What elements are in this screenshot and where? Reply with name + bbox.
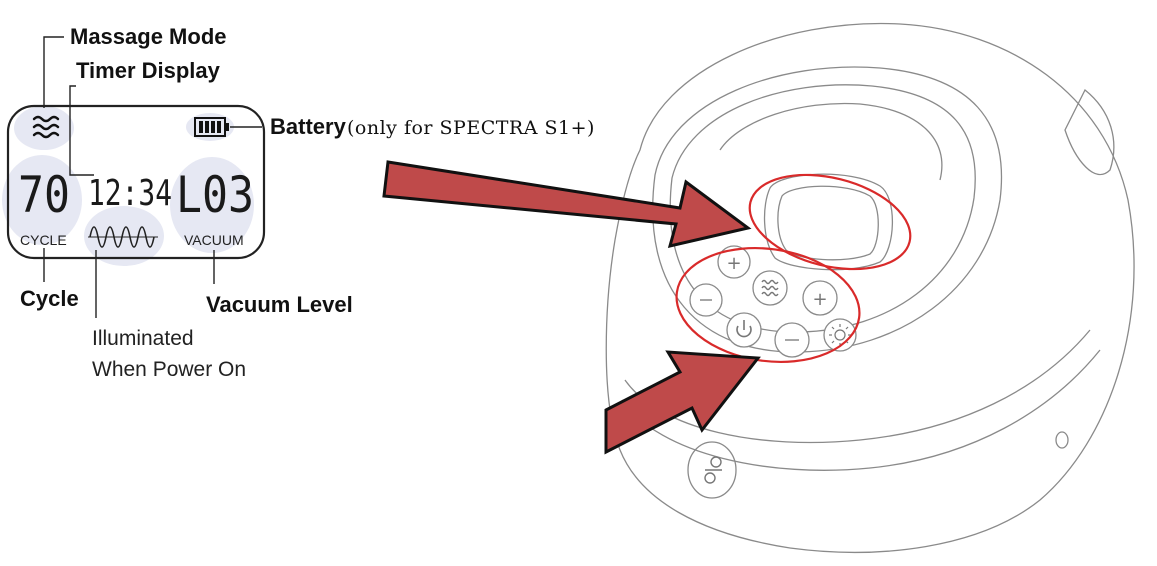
wave-glow xyxy=(84,206,164,266)
arrow-to-buttons xyxy=(604,350,761,455)
pump-device xyxy=(605,22,1135,553)
pump-outer-body xyxy=(605,22,1135,553)
battery-icon xyxy=(194,117,229,137)
lcd-frame xyxy=(6,104,266,260)
side-port xyxy=(1055,431,1069,449)
power-icon xyxy=(736,320,752,338)
arrows xyxy=(382,160,761,455)
pump-lcd-window-inner xyxy=(777,185,879,261)
pump-rim-outer xyxy=(652,66,1003,353)
pump-button-power[interactable] xyxy=(726,312,762,348)
cycle-caption: CYCLE xyxy=(20,232,67,248)
pump-button-vacuum-up[interactable]: + xyxy=(802,280,838,316)
timer-readout: 12:34 xyxy=(88,173,172,214)
cycle-readout: 70 xyxy=(18,166,70,224)
battery-note: (only for SPECTRA S1+) xyxy=(347,117,595,139)
side-knob xyxy=(687,441,737,499)
massage-mode-label: Massage Mode xyxy=(70,24,227,49)
pump-button-cycle-up[interactable]: + xyxy=(717,245,751,279)
arrow-to-display xyxy=(382,160,752,249)
pump-button-cycle-down[interactable] xyxy=(689,283,723,317)
timer-display-label: Timer Display xyxy=(76,58,221,83)
side-knob-symbol xyxy=(704,456,722,484)
pump-lcd-window xyxy=(763,173,894,271)
massage-mode-icon xyxy=(32,115,60,139)
cycle-glow xyxy=(2,155,82,245)
pump-button-massage[interactable] xyxy=(752,270,788,306)
illuminated-label-line1: Illuminated xyxy=(92,327,194,350)
cycle-label: Cycle xyxy=(20,286,79,311)
pump-inner-dome xyxy=(719,102,943,181)
massage-wave-icon xyxy=(761,279,779,297)
vacuum-level-label: Vacuum Level xyxy=(206,292,353,317)
lcd-panel: 70 12:34 L03 CYCLE VACUUM xyxy=(2,104,266,266)
plus-icon: + xyxy=(726,253,741,274)
callouts xyxy=(43,36,262,318)
pump-top-notch xyxy=(1064,88,1115,176)
battery-glow xyxy=(186,113,234,141)
pump-lower-band-2 xyxy=(621,349,1101,471)
highlight-rings xyxy=(675,173,912,364)
vacuum-glow xyxy=(170,157,254,253)
massage-mode-leader xyxy=(43,36,64,108)
pump-button-light[interactable] xyxy=(823,318,857,352)
timer-display-leader xyxy=(69,85,94,176)
lcd-highlight-ring xyxy=(748,173,912,271)
illuminated-label-line2: When Power On xyxy=(92,358,246,381)
vacuum-readout: L03 xyxy=(176,166,254,224)
battery-label: Battery xyxy=(270,114,347,139)
pump-rim-inner xyxy=(669,84,976,333)
buttons-highlight-ring xyxy=(675,246,861,364)
plus-icon: + xyxy=(812,289,827,310)
vacuum-caption: VACUUM xyxy=(184,232,244,248)
pump-button-vacuum-down[interactable] xyxy=(774,322,810,358)
pump-buttons: + + xyxy=(689,245,857,358)
